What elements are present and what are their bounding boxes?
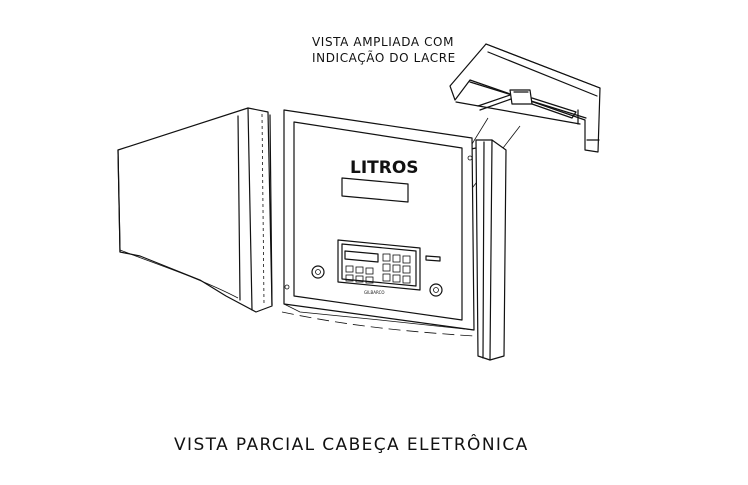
screw-icon-left: [311, 265, 325, 279]
screw-icon-right: [429, 283, 443, 297]
liters-label: LITROS: [350, 158, 419, 178]
electronic-head-panel: [281, 109, 475, 337]
keypad-display: [344, 250, 379, 263]
card-slot: [425, 255, 441, 262]
dispenser-right-column: [465, 139, 507, 361]
seal-icon: [477, 89, 577, 119]
diagram-caption: VISTA PARCIAL CABEÇA ELETRÔNICA: [174, 433, 529, 455]
dispenser-left-housing: [117, 107, 273, 313]
keypad-brand-label: GILBARCO: [364, 290, 385, 295]
detail-label-line2: INDICAÇÃO DO LACRE: [312, 50, 456, 65]
liters-display: LITROS: [341, 158, 419, 203]
seal-detail-view: [449, 43, 601, 153]
keypad-module: GILBARCO: [337, 239, 441, 295]
liters-display-window: [341, 177, 409, 203]
detail-label-line1: VISTA AMPLIADA COM: [312, 35, 454, 49]
keypad-keys: [345, 253, 411, 284]
